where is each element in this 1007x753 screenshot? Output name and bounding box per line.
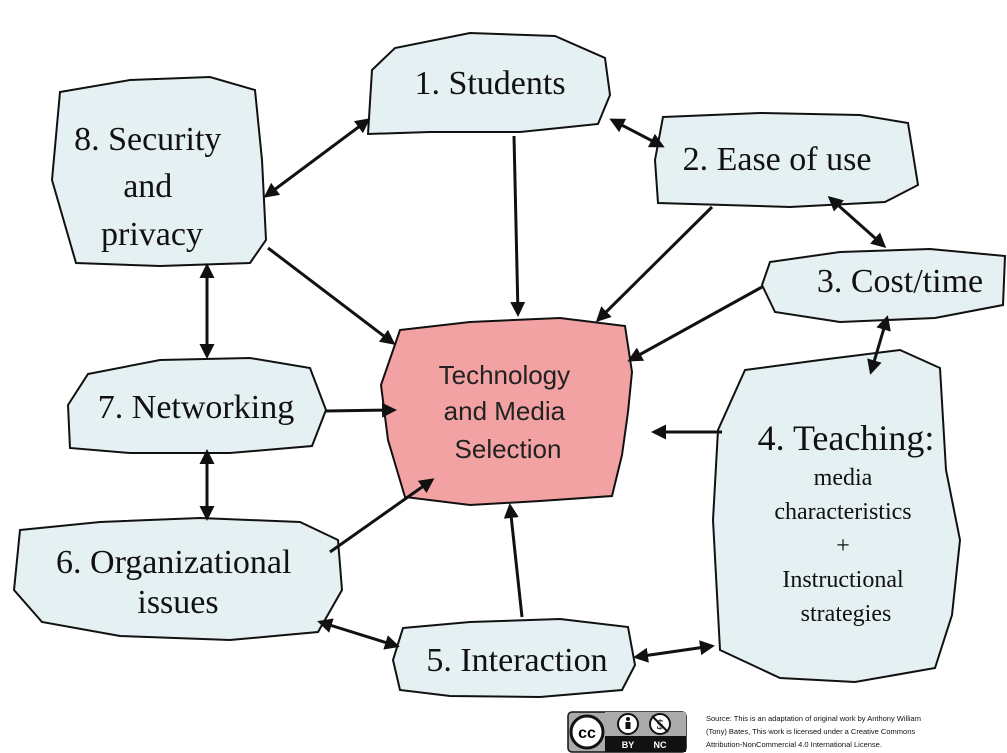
cc-license-badge: cc $ BY NC — [567, 711, 687, 753]
node-cost-time-label: 3. Cost/time — [817, 263, 983, 300]
center-shape — [379, 316, 634, 507]
arrow-teaching-interaction — [633, 640, 715, 663]
node-teaching-body: media characteristics + Instructional st… — [774, 465, 917, 627]
arrow-networking-to-center — [325, 402, 397, 418]
node-students-label: 1. Students — [414, 65, 565, 102]
arrow-security-to-center — [267, 246, 396, 345]
node-interaction-label: 5. Interaction — [426, 642, 607, 679]
arrow-ease-cost — [827, 196, 887, 248]
node-teaching — [711, 348, 962, 684]
node-interaction — [391, 617, 637, 699]
center-label: Technology and Media Selection — [439, 360, 578, 464]
node-networking — [66, 356, 328, 454]
arrow-interaction-org — [317, 618, 400, 650]
node-teaching-title: 4. Teaching: — [758, 418, 935, 458]
arrow-interaction-to-center — [503, 503, 524, 618]
svg-text:$: $ — [657, 718, 664, 733]
node-organizational — [12, 516, 344, 642]
arrow-security-students — [263, 118, 371, 198]
svg-text:BY: BY — [622, 740, 635, 750]
arrow-ease-to-center — [595, 205, 714, 323]
node-ease-of-use — [653, 111, 920, 209]
cc-icon — [569, 714, 605, 750]
svg-text:NC: NC — [654, 740, 667, 750]
node-networking-label: 7. Networking — [98, 389, 294, 426]
source-attribution: Source: This is an adaptation of origina… — [706, 714, 923, 749]
node-ease-of-use-label: 2. Ease of use — [683, 141, 872, 178]
arrow-org-to-center — [329, 478, 435, 554]
svg-text:cc: cc — [578, 725, 596, 742]
node-security-label: 8. Security and privacy — [74, 121, 230, 253]
node-security — [50, 75, 268, 268]
arrow-students-ease — [609, 118, 665, 148]
arrow-students-to-center — [510, 135, 526, 317]
node-students — [366, 31, 612, 136]
node-cost-time — [760, 247, 1007, 324]
arrow-cost-teaching — [867, 315, 891, 375]
node-organizational-label: 6. Organizational issues — [56, 544, 300, 621]
arrow-cost-to-center — [627, 285, 763, 362]
